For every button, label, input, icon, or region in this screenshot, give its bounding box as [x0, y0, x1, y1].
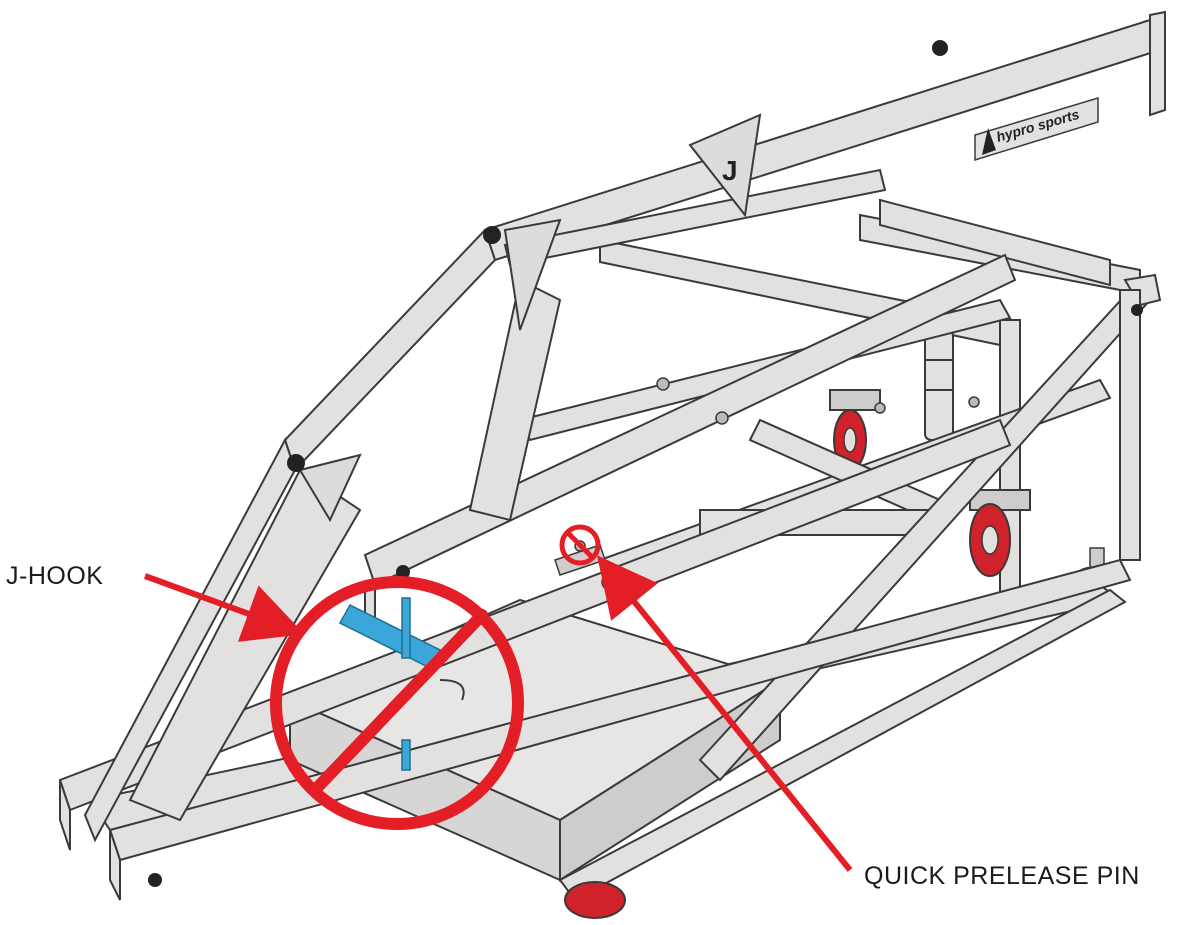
j-hook [338, 597, 465, 771]
front-rail [58, 418, 1012, 851]
rear-wheel [564, 881, 626, 919]
pin-marker-circle [559, 524, 601, 566]
j-hook-arrow [143, 573, 305, 642]
upper-arm [83, 10, 1166, 843]
caster-wheel-1 [829, 389, 881, 471]
caster-wheel-2 [969, 489, 1031, 577]
quick-release-pin-label: QUICK PRELEASE PIN [864, 862, 1140, 890]
end-caps [148, 40, 1143, 887]
j-hook-label: J-HOOK [6, 562, 104, 590]
gussets [298, 113, 762, 523]
j-emblem: J [722, 155, 738, 186]
svg-text:J: J [722, 155, 738, 186]
prohibited-sign [270, 576, 524, 830]
lower-front-rail [108, 558, 1132, 901]
callout-arrows [143, 555, 853, 872]
hydraulic-cylinder [924, 329, 954, 441]
pin-arrow [596, 555, 853, 872]
brand-logo: hypro sports [974, 96, 1099, 162]
